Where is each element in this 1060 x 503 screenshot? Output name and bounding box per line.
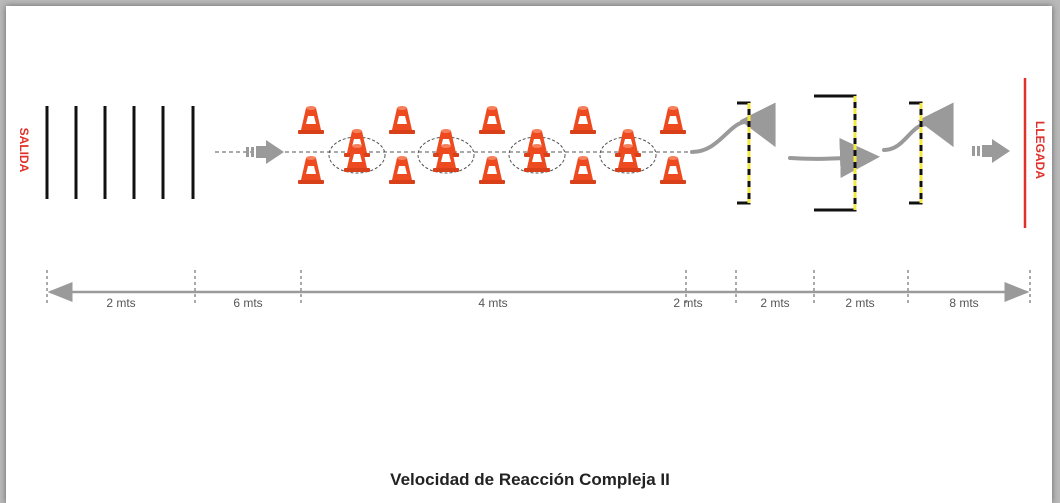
cone-icon <box>389 156 415 184</box>
cone-clusters <box>328 136 657 174</box>
cone-icon <box>479 106 505 134</box>
dimension-ticks <box>46 270 1031 306</box>
movement-arrows <box>690 102 954 178</box>
diagram-title: Velocidad de Reacción Compleja II <box>390 470 670 489</box>
hurdle-icon <box>737 101 751 205</box>
distance-label: 2 mts <box>760 296 790 310</box>
cone-icon <box>389 106 415 134</box>
start-lines <box>45 106 195 199</box>
start-label: SALIDA <box>17 127 31 173</box>
cone-icon <box>479 156 505 184</box>
diagram-card <box>6 6 1052 503</box>
distance-label: 8 mts <box>949 296 979 310</box>
distance-label: 6 mts <box>233 296 263 310</box>
cone-icon <box>298 106 324 134</box>
cone-icon <box>298 156 324 184</box>
cone-icon <box>615 144 641 172</box>
cone-icon <box>570 106 596 134</box>
striped-arrow-icon <box>246 140 284 164</box>
cone-icon <box>344 144 370 172</box>
cone-icon <box>660 106 686 134</box>
distance-label: 4 mts <box>478 296 508 310</box>
distance-label: 2 mts <box>106 296 136 310</box>
cone-icon <box>433 144 459 172</box>
cones <box>298 106 686 184</box>
distance-label: 2 mts <box>673 296 703 310</box>
hurdle-icon <box>909 101 923 205</box>
cone-icon <box>524 144 550 172</box>
finish-label: LLEGADA <box>1033 121 1047 179</box>
cone-icon <box>570 156 596 184</box>
striped-arrow-icon <box>972 139 1010 163</box>
distance-label: 2 mts <box>845 296 875 310</box>
hurdle-icon <box>814 94 857 212</box>
cone-icon <box>660 156 686 184</box>
